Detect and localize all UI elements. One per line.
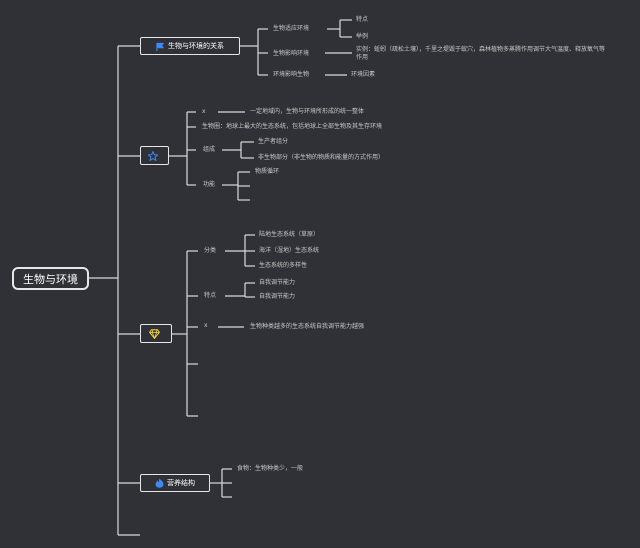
node-composition-2[interactable]: 非生物部分（非生物的物质和能量的方式作用）	[258, 154, 385, 161]
star-icon	[148, 150, 158, 161]
node-adapt-example[interactable]: 举例	[356, 33, 369, 40]
node-adapt[interactable]: 生物适应环境	[273, 25, 310, 32]
node-composition-1[interactable]: 生产者组分	[258, 138, 289, 145]
node-features[interactable]: 特点	[204, 292, 217, 299]
gem-icon	[149, 328, 160, 339]
fire-icon	[155, 478, 164, 488]
node-concept[interactable]: 一定地域内，生物与环境所形成的统一整体	[250, 108, 365, 115]
node-stability-marker[interactable]: x	[204, 322, 208, 329]
node-food[interactable]: 食物：生物种类少，一般	[237, 465, 304, 472]
node-affect-examples[interactable]: 实例：蚯蚓（疏松土壤），千里之堤毁于蚁穴，森林植物多蒸腾作用调节大气温度、释放氧…	[356, 46, 606, 61]
node-feature-2[interactable]: 自我调节能力	[259, 293, 296, 300]
branch-ecosystem-types[interactable]	[140, 324, 172, 343]
node-feature-1[interactable]: 自我调节能力	[259, 279, 296, 286]
node-biosphere[interactable]: 生物圈：地球上最大的生态系统，包括地球上全部生物及其生存环境	[202, 123, 383, 130]
branch-environment-relation[interactable]: 生物与环境的关系	[140, 37, 240, 55]
node-influence-factors[interactable]: 环境因素	[351, 71, 376, 78]
branch-ecosystem[interactable]	[140, 146, 169, 165]
node-classification[interactable]: 分类	[204, 247, 217, 254]
node-adapt-feature[interactable]: 特点	[356, 16, 369, 23]
node-class-2[interactable]: 海洋（湿地）生态系统	[259, 247, 320, 254]
root-node[interactable]: 生物与环境	[12, 267, 89, 290]
branch-label: 生物与环境的关系	[168, 42, 224, 50]
node-affect[interactable]: 生物影响环境	[273, 50, 310, 57]
node-stability[interactable]: 生物种类越多的生态系统自我调节能力越强	[250, 323, 365, 330]
node-class-3[interactable]: 生态系统的多样性	[259, 262, 308, 269]
node-composition[interactable]: 组成	[203, 146, 216, 153]
node-class-1[interactable]: 陆地生态系统（草原）	[259, 231, 320, 238]
node-influence[interactable]: 环境影响生物	[273, 71, 310, 78]
flag-icon	[156, 42, 165, 51]
root-label: 生物与环境	[23, 272, 78, 286]
branch-trophic-structure[interactable]: 营养结构	[140, 474, 210, 492]
node-function-1[interactable]: 物质循环	[255, 168, 280, 175]
branch-label: 营养结构	[167, 479, 195, 487]
node-concept-marker[interactable]: x	[202, 108, 206, 115]
node-function[interactable]: 功能	[203, 181, 216, 188]
